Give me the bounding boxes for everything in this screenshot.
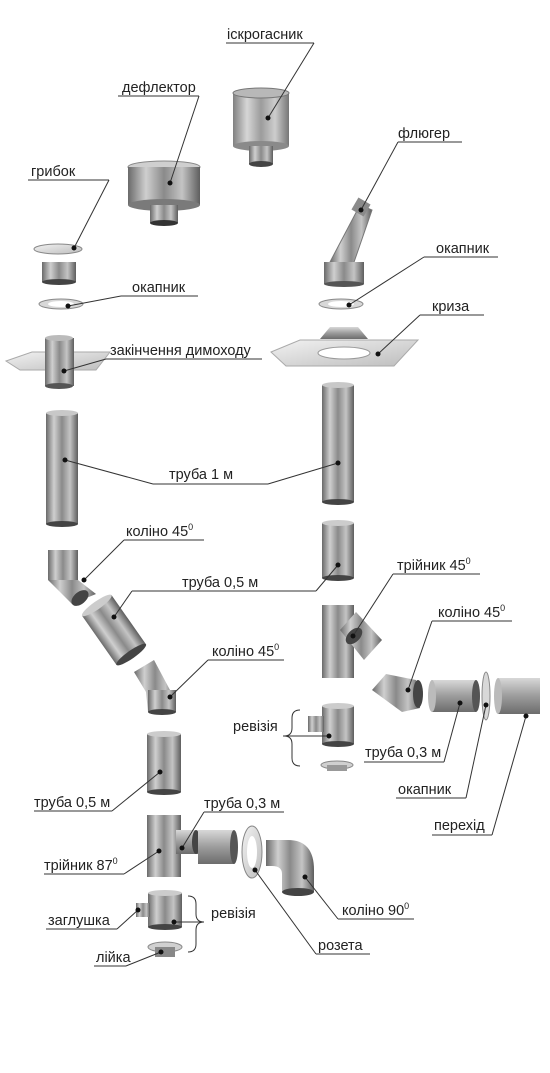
label-funnel: лійка — [96, 950, 131, 966]
funnel-part — [147, 941, 183, 957]
tee-45-part — [322, 605, 382, 678]
elbow-45-3-part — [372, 674, 423, 712]
flashing-collar-part — [270, 327, 420, 367]
labels: іскрогасник дефлектор флюгер грибок окап… — [31, 27, 505, 966]
drip-ring-left-part — [38, 298, 84, 310]
tee-87-part — [147, 815, 200, 877]
adapter-part — [494, 678, 540, 714]
pipe-03m-2-part — [198, 830, 238, 864]
label-spark-arrester: іскрогасник — [227, 27, 303, 43]
label-tee-45: трійник 450 — [397, 556, 471, 574]
label-chimney-end: закінчення димоходу — [110, 343, 252, 359]
pipe-05m-1-part — [81, 594, 147, 666]
label-adapter: перехід — [434, 818, 485, 834]
pipe-05m-2-part — [147, 731, 181, 795]
label-weathervane: флюгер — [398, 126, 450, 142]
label-pipe-03m-2: труба 0,3 м — [204, 796, 280, 812]
spark-arrester-part — [232, 87, 290, 167]
label-inspection-2: ревізія — [211, 906, 256, 922]
elbow-45-1-part — [48, 550, 96, 606]
label-plug: заглушка — [48, 913, 111, 929]
label-mushroom-cap: грибок — [31, 164, 76, 180]
deflector-part — [127, 160, 201, 226]
mushroom-cap-part — [33, 243, 83, 285]
label-drip-ring-bottom: окапник — [398, 782, 452, 798]
label-elbow-45-2: коліно 450 — [212, 642, 279, 660]
label-inspection-1: ревізія — [233, 719, 278, 735]
drip-ring-right-part — [318, 298, 364, 310]
pipe-1m-right-part — [322, 382, 354, 505]
label-pipe-05m-2: труба 0,5 м — [34, 795, 110, 811]
label-rosette: розета — [318, 938, 364, 954]
label-pipe-1m: труба 1 м — [169, 467, 233, 483]
label-elbow-45-1: коліно 450 — [126, 522, 193, 540]
rosette-part — [241, 825, 263, 879]
leader-lines — [28, 42, 527, 967]
label-drip-ring-right: окапник — [436, 241, 490, 257]
label-deflector: дефлектор — [122, 80, 196, 96]
label-elbow-45-3: коліно 450 — [438, 603, 505, 621]
label-drip-ring-left: окапник — [132, 280, 186, 296]
label-pipe-05m-1: труба 0,5 м — [182, 575, 258, 591]
weathervane-part — [324, 197, 373, 287]
label-flashing-collar: криза — [432, 299, 470, 315]
pipe-05m-right-part — [322, 520, 354, 581]
label-tee-87: трійник 870 — [44, 856, 118, 874]
drip-ring-bottom-part — [481, 671, 491, 721]
elbow-45-2-part — [134, 660, 176, 715]
leader-dots — [61, 115, 529, 955]
label-elbow-90: коліно 900 — [342, 901, 409, 919]
label-pipe-03m-1: труба 0,3 м — [365, 745, 441, 761]
pipe-03m-1-part — [428, 680, 480, 712]
elbow-90-part — [266, 840, 314, 896]
pipe-1m-left-part — [46, 410, 78, 527]
